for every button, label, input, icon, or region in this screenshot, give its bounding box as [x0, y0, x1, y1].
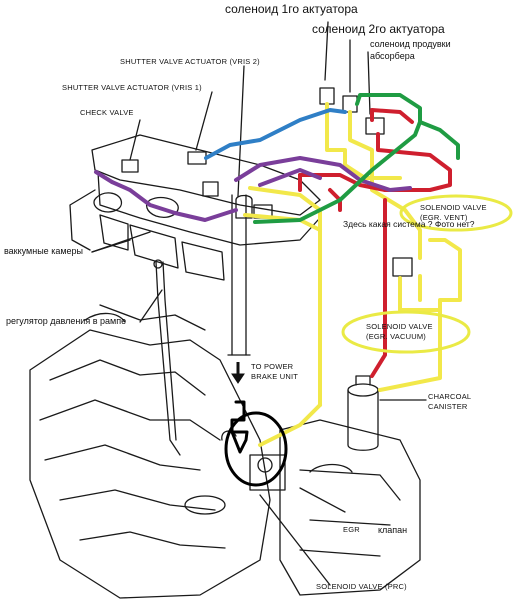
vacuum-chambers-label: ваккумные камеры — [4, 246, 84, 256]
egr-vacuum-label-line2: (EGR. VACUUM) — [366, 332, 426, 341]
question-note: Здесь какая система ? Фото нет? — [343, 219, 475, 229]
prc-solenoid-label: SOLENOID VALVE (PRC) — [316, 582, 407, 591]
valve-label: клапан — [378, 525, 408, 535]
purge-solenoid-label-line2: абсорбера — [370, 51, 415, 61]
egr-vent-label-line1: SOLENOID VALVE — [420, 203, 487, 212]
power-brake-label-line1: TO POWER — [251, 362, 294, 371]
solenoid-1-label: соленоид 1го актуатора — [225, 2, 358, 16]
down-arrow-icon — [231, 362, 245, 384]
pressure-regulator-label: регулятор давления в рампе — [6, 316, 127, 326]
power-brake-label-line2: BRAKE UNIT — [251, 372, 299, 381]
egr-vent-highlight — [399, 194, 513, 232]
charcoal-canister-label-line2: CANISTER — [428, 402, 468, 411]
check-valve-label: CHECK VALVE — [80, 108, 134, 117]
purple-vacuum-line — [94, 156, 412, 222]
egr-vacuum-highlight — [341, 310, 471, 354]
blue-vacuum-line — [204, 108, 347, 160]
solenoid-2-label: соленоид 2го актуатора — [312, 22, 445, 36]
egr-vacuum-label-line1: SOLENOID VALVE — [366, 322, 433, 331]
green-vacuum-line — [253, 93, 460, 224]
red-vacuum-line — [298, 108, 452, 378]
engine-outline — [29, 21, 427, 599]
hand-drawn-annotation — [224, 400, 288, 487]
egr-vent-label-line2: (EGR. VENT) — [420, 213, 468, 222]
purge-solenoid-label-line1: соленоид продувки — [370, 39, 451, 49]
vris1-label: SHUTTER VALVE ACTUATOR (VRIS 1) — [62, 83, 202, 92]
vris2-label: SHUTTER VALVE ACTUATOR (VRIS 2) — [120, 57, 260, 66]
egr-label: EGR — [343, 525, 360, 534]
charcoal-canister-label-line1: CHARCOAL — [428, 392, 472, 401]
